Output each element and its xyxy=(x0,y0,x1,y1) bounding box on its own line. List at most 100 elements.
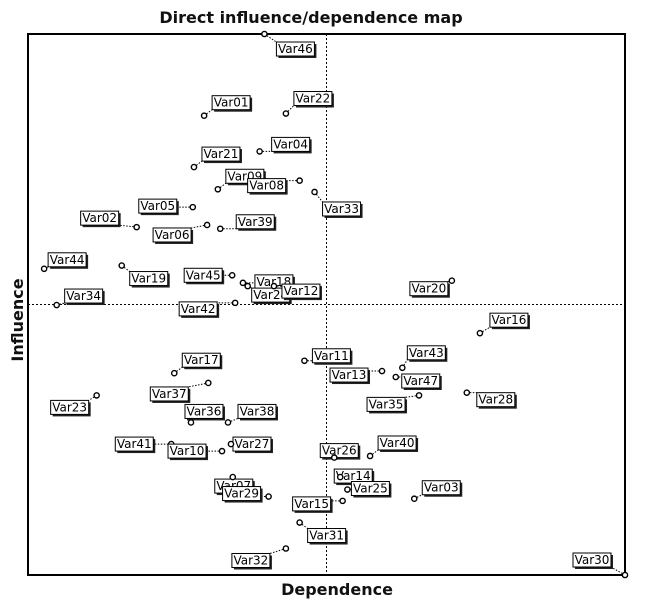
point-marker xyxy=(339,497,346,505)
point-marker xyxy=(214,185,222,193)
label-box xyxy=(366,396,406,412)
label-box xyxy=(292,496,332,512)
point-marker xyxy=(216,225,224,233)
label-box xyxy=(307,528,347,544)
data-point-var28: Var28 xyxy=(463,389,517,409)
point-label: Var40 xyxy=(380,436,415,450)
point-label: Var22 xyxy=(295,92,330,106)
label-box xyxy=(183,267,223,283)
label-box xyxy=(421,480,461,496)
leader-line xyxy=(285,105,295,114)
data-point-var41: Var41 xyxy=(114,436,175,454)
label-box xyxy=(322,201,362,217)
label-box xyxy=(181,352,221,368)
data-point-var06: Var06 xyxy=(152,221,211,244)
data-point-var21: Var21 xyxy=(190,146,242,171)
label-box xyxy=(47,252,87,268)
point-marker xyxy=(415,392,423,399)
label-box xyxy=(476,392,516,408)
label-box xyxy=(235,214,275,230)
data-point-var42: Var42 xyxy=(178,299,239,318)
point-label: Var02 xyxy=(82,211,117,225)
data-point-var33: Var33 xyxy=(311,188,363,218)
label-box xyxy=(50,399,90,415)
point-marker xyxy=(366,452,374,460)
data-point-var30: Var30 xyxy=(572,552,629,579)
point-marker xyxy=(282,110,290,117)
label-box xyxy=(401,373,441,389)
data-point-var47: Var47 xyxy=(392,373,442,390)
point-marker xyxy=(301,357,308,365)
data-point-var08: Var08 xyxy=(247,177,303,195)
point-label: Var24 xyxy=(253,288,288,302)
point-marker xyxy=(256,148,263,155)
point-marker xyxy=(392,373,400,381)
point-label: Var15 xyxy=(294,497,329,511)
data-point-var19: Var19 xyxy=(118,262,170,288)
point-marker xyxy=(336,473,344,481)
point-marker xyxy=(344,486,351,493)
point-label: Var14 xyxy=(336,469,371,483)
label-box xyxy=(231,552,271,568)
point-label: Var43 xyxy=(409,346,444,360)
point-marker xyxy=(270,282,278,290)
point-marker xyxy=(228,271,236,279)
label-box xyxy=(167,443,207,459)
point-label: Var19 xyxy=(131,272,166,286)
point-marker xyxy=(410,495,418,503)
point-marker xyxy=(621,571,629,579)
point-marker xyxy=(311,188,318,196)
point-marker xyxy=(200,112,208,119)
label-box xyxy=(572,552,612,568)
label-box xyxy=(319,443,359,459)
label-box xyxy=(129,271,169,287)
point-label: Var20 xyxy=(411,282,446,296)
point-label: Var13 xyxy=(332,368,367,382)
data-point-var27: Var27 xyxy=(227,436,273,454)
label-box xyxy=(178,301,218,317)
point-marker xyxy=(330,454,338,461)
point-label: Var45 xyxy=(186,268,221,282)
data-point-var43: Var43 xyxy=(399,345,448,372)
label-box xyxy=(149,386,189,402)
data-point-var04: Var04 xyxy=(256,136,312,155)
label-box xyxy=(275,41,315,57)
point-marker xyxy=(170,369,178,377)
point-marker xyxy=(463,389,471,396)
point-label: Var12 xyxy=(284,284,319,298)
leader-line xyxy=(314,191,323,203)
point-label: Var29 xyxy=(224,487,259,501)
point-label: Var35 xyxy=(369,397,404,411)
label-box xyxy=(281,283,321,299)
data-point-var16: Var16 xyxy=(476,312,530,337)
data-point-var40: Var40 xyxy=(366,435,419,460)
point-label: Var31 xyxy=(309,529,344,543)
point-marker xyxy=(227,440,235,448)
point-label: Var37 xyxy=(152,387,187,401)
point-label: Var42 xyxy=(181,302,216,316)
label-box xyxy=(329,367,369,383)
point-label: Var28 xyxy=(478,393,513,407)
point-label: Var03 xyxy=(424,481,459,495)
point-marker xyxy=(282,545,290,552)
x-axis-title: Dependence xyxy=(281,580,393,599)
label-box xyxy=(311,348,351,364)
point-label: Var38 xyxy=(240,404,275,418)
point-marker xyxy=(53,301,60,309)
point-marker xyxy=(244,282,251,290)
label-box xyxy=(271,136,311,152)
point-label: Var30 xyxy=(575,553,610,567)
label-box xyxy=(64,288,104,304)
point-label: Var27 xyxy=(235,437,270,451)
label-box xyxy=(184,403,224,419)
point-label: Var41 xyxy=(117,437,152,451)
data-point-var25: Var25 xyxy=(344,481,392,498)
data-point-var17: Var17 xyxy=(170,352,223,377)
point-label: Var47 xyxy=(403,374,438,388)
data-point-var11: Var11 xyxy=(301,348,353,365)
label-box xyxy=(211,95,251,111)
point-marker xyxy=(93,392,100,399)
leader-line xyxy=(188,382,209,388)
label-box xyxy=(377,435,417,451)
